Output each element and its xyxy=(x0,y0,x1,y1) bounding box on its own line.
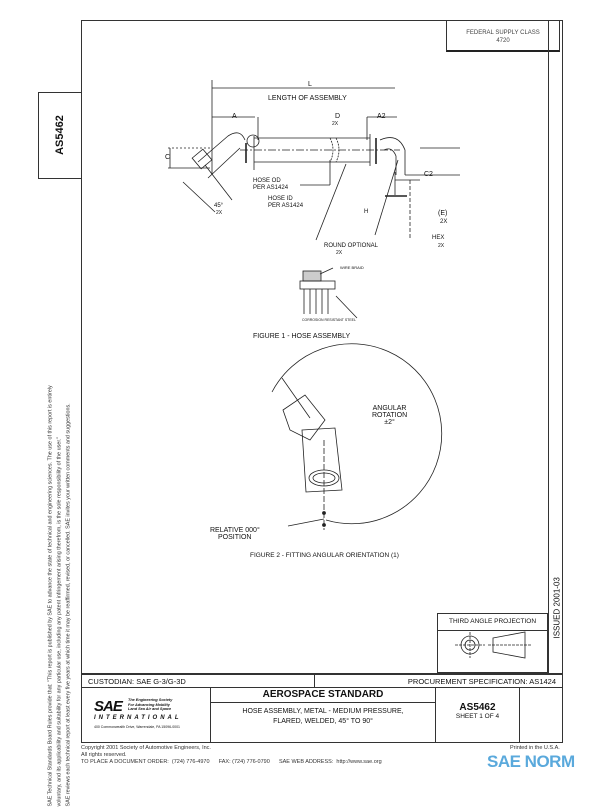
order-label: TO PLACE A DOCUMENT ORDER: xyxy=(81,759,169,765)
doc-number: AS5462 xyxy=(459,702,496,713)
title-block: SAE The Engineering Society For Advancin… xyxy=(81,688,563,743)
relative-line: POSITION xyxy=(218,534,252,541)
sae-norm-watermark: SAE NORM xyxy=(487,752,575,772)
label-hose-od: HOSE OD xyxy=(253,178,281,184)
printed-in: Printed in the U.S.A. xyxy=(510,745,560,751)
procurement-spec: PROCUREMENT SPECIFICATION: AS1424 xyxy=(407,677,556,686)
label-h: H xyxy=(364,209,369,215)
label-wire-braid: WIRE BRAID xyxy=(340,265,364,270)
custodian: CUSTODIAN: SAE G-3/G-3D xyxy=(88,677,186,686)
title-line: HOSE ASSEMBLY, METAL - MEDIUM PRESSURE, xyxy=(242,708,404,715)
tagline: The Engineering Society xyxy=(128,698,173,702)
figure-1-caption: FIGURE 1 - HOSE ASSEMBLY xyxy=(253,333,351,340)
label-c2: C2 xyxy=(424,171,433,178)
label-c: C xyxy=(165,154,171,161)
order-phone: (724) 776-4970 xyxy=(171,759,210,765)
watermark-text: SAE NORM xyxy=(487,752,575,771)
label-relative-position: RELATIVE 000° POSITION xyxy=(210,527,260,541)
org-address: 400 Commonwealth Drive, Warrendale, PA 1… xyxy=(94,725,180,729)
relative-line: RELATIVE 000° xyxy=(210,527,260,534)
web-link[interactable]: http://www.sae.org xyxy=(336,759,382,765)
title-cell: AEROSPACE STANDARD HOSE ASSEMBLY, METAL … xyxy=(211,688,436,742)
order-info: TO PLACE A DOCUMENT ORDER: (724) 776-497… xyxy=(81,759,481,765)
org-name: INTERNATIONAL xyxy=(94,715,182,721)
title-line: FLARED, WELDED, 45° TO 90° xyxy=(273,718,373,725)
projection-box: THIRD ANGLE PROJECTION xyxy=(437,613,548,673)
label-d-2x: 2X xyxy=(332,121,339,127)
label-hex-2x: 2X xyxy=(438,243,445,249)
label-hose-od-ref: PER AS1424 xyxy=(253,185,289,191)
label-e-2x: 2X xyxy=(440,219,448,225)
web-label: SAE WEB ADDRESS: xyxy=(278,759,334,765)
label-angle-2x: 2X xyxy=(216,210,223,216)
org-cell: SAE The Engineering Society For Advancin… xyxy=(82,688,211,742)
copyright: Copyright 2001 Society of Automotive Eng… xyxy=(81,745,211,751)
fax: (724) 776-0790 xyxy=(232,759,270,765)
doc-number-cell: AS5462 SHEET 1 OF 4 xyxy=(436,688,520,742)
federal-supply-class-box: FEDERAL SUPPLY CLASS 4720 xyxy=(446,20,560,52)
tagline: For Advancing Mobility xyxy=(128,702,170,707)
rights: All rights reserved. xyxy=(81,752,127,758)
figure-1-drawing xyxy=(168,80,532,659)
standard-type: AEROSPACE STANDARD xyxy=(211,688,435,703)
doc-title: HOSE ASSEMBLY, METAL - MEDIUM PRESSURE, … xyxy=(211,703,435,727)
label-hose-id: HOSE ID xyxy=(268,196,293,202)
label-e: (E) xyxy=(438,210,448,217)
label-angle: 45° xyxy=(214,203,224,209)
sheet-number: SHEET 1 OF 4 xyxy=(455,713,500,720)
fax-label: FAX: xyxy=(218,759,231,765)
label-angular-rotation: ANGULAR ROTATION ±2° xyxy=(372,405,407,426)
label-round-optional: ROUND OPTIONAL xyxy=(324,243,379,249)
fsc-label: FEDERAL SUPPLY CLASS xyxy=(466,30,540,36)
label-a2: A2 xyxy=(377,113,386,120)
label-l: L xyxy=(308,81,312,88)
divider xyxy=(314,675,315,687)
org-tagline: The Engineering Society For Advancing Mo… xyxy=(128,698,172,712)
angular-line: ANGULAR xyxy=(372,405,407,412)
right-column-divider xyxy=(548,20,549,673)
tagline: Land Sea Air and Space xyxy=(128,707,172,711)
side-doc-number-box: AS5462 xyxy=(38,92,81,179)
angular-line: ±2° xyxy=(384,419,395,426)
custodian-row: CUSTODIAN: SAE G-3/G-3D PROCUREMENT SPEC… xyxy=(81,673,563,688)
fsc-number: 4720 xyxy=(496,38,510,44)
label-round-2x: 2X xyxy=(336,250,343,256)
projection-label: THIRD ANGLE PROJECTION xyxy=(438,614,547,631)
figure-2-caption: FIGURE 2 - FITTING ANGULAR ORIENTATION (… xyxy=(250,552,399,559)
label-d: D xyxy=(335,113,341,120)
sae-logo: SAE xyxy=(94,698,123,715)
label-detail-note: CORROSION RESISTANT STEEL xyxy=(302,318,356,322)
label-hose-id-ref: PER AS1424 xyxy=(268,203,304,209)
label-length: LENGTH OF ASSEMBLY xyxy=(268,95,347,102)
angular-line: ROTATION xyxy=(372,412,408,419)
label-a: A xyxy=(232,113,237,120)
label-hex: HEX xyxy=(432,235,445,241)
